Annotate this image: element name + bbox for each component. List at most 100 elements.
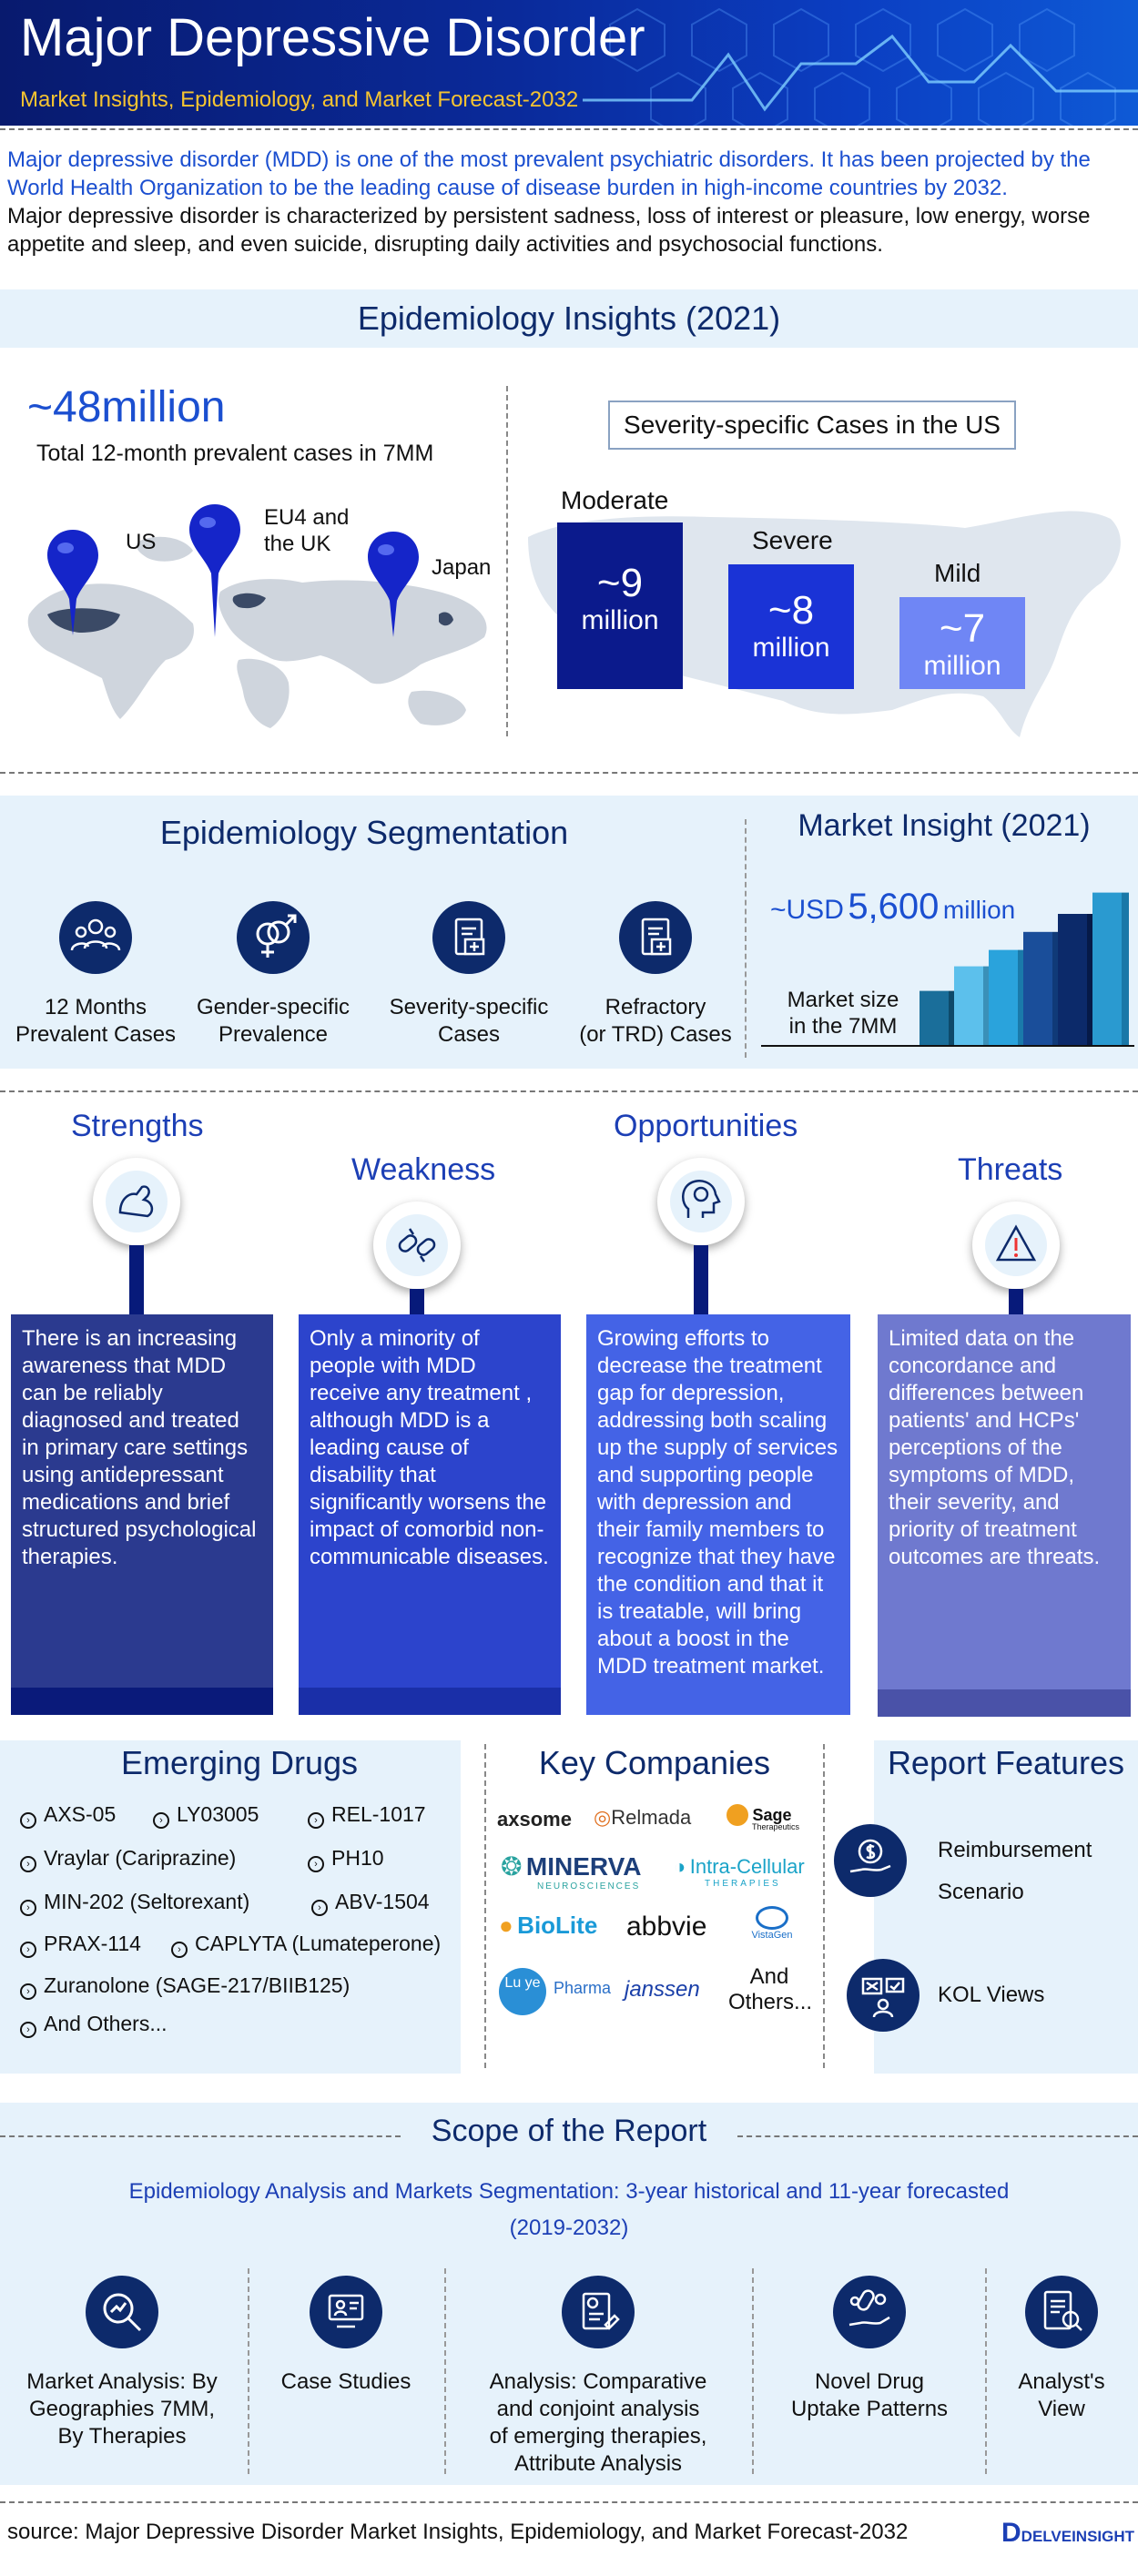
intro: Major depressive disorder (MDD) is one o… <box>7 146 1133 259</box>
segmentation-label: Refractory <box>605 995 706 1019</box>
sage-sub: Therapeutics <box>752 1822 800 1831</box>
scope-item-label: Novel Drug <box>814 2369 925 2394</box>
divider <box>0 2135 401 2137</box>
epidemiology-title: Epidemiology Insights (2021) <box>357 299 781 337</box>
market-amount: 5,600 <box>848 887 940 927</box>
market-prefix: ~USD <box>770 895 844 925</box>
segmentation-label: Prevalent Cases <box>15 1022 177 1047</box>
logo-janssen: janssen <box>625 1977 700 2002</box>
swot-stem <box>1009 1289 1023 1314</box>
drug-item: › MIN-202 (Seltorexant) <box>20 1890 249 1916</box>
case-study-icon <box>310 2276 382 2348</box>
sage-mark-icon <box>726 1804 748 1826</box>
drug-item: ›LY03005 <box>153 1802 259 1829</box>
scope-item-label: By Therapies <box>57 2424 187 2449</box>
features-panel <box>874 1740 1138 2074</box>
segmentation-label: Severity-specific <box>389 995 549 1019</box>
segmentation-title: Epidemiology Segmentation <box>159 814 569 851</box>
sage-text: Sage <box>752 1806 792 1824</box>
divider <box>745 819 747 1058</box>
swot-box-base <box>299 1688 561 1715</box>
intro-paragraph-2: Major depressive disorder is characteriz… <box>7 204 1091 257</box>
market-bar <box>1023 931 1052 1045</box>
features-title: Report Features <box>887 1744 1125 1781</box>
market-bar <box>1058 914 1087 1045</box>
logo-biolite: ● BioLite <box>499 1912 597 1940</box>
map-pin-icon <box>368 532 419 637</box>
scope-item-label: Market Analysis: By <box>26 2369 218 2394</box>
swot-title-weakness: Weakness <box>351 1152 496 1187</box>
market-bar-side <box>1122 892 1129 1045</box>
brand-logo: DDELVEINSIGHT <box>1001 2518 1134 2549</box>
swot-box-strengths: There is an increasing awareness that MD… <box>11 1314 273 1708</box>
drugs-title: Emerging Drugs <box>120 1744 359 1781</box>
drug-name: MIN-202 (Seltorexant) <box>44 1890 250 1913</box>
world-map <box>27 536 487 728</box>
minerva-text: MINERVA <box>525 1852 642 1881</box>
swot-title-opportunities: Opportunities <box>614 1109 798 1143</box>
minerva-sub: NEUROSCIENCES <box>537 1881 641 1891</box>
severity-label-severe: Severe <box>752 526 833 554</box>
market-bar-side <box>983 966 991 1045</box>
chevron-circle-icon: › <box>20 2022 36 2038</box>
scope-subtitle-line: Epidemiology Analysis and Markets Segmen… <box>128 2179 1010 2204</box>
drug-item: ›CAPLYTA (Lumateperone) <box>171 1932 441 1958</box>
drug-name: PRAX-114 <box>44 1932 141 1955</box>
scope-item: Market Analysis: By Geographies 7MM, By … <box>0 2276 244 2450</box>
minerva-mark-icon: ❂ <box>501 1852 523 1881</box>
market-label-line: in the 7MM <box>788 1014 898 1039</box>
drug-item: › Vraylar (Cariprazine) <box>20 1846 236 1872</box>
drug-name: REL-1017 <box>331 1802 426 1826</box>
divider <box>823 1744 825 2068</box>
relmada-mark-icon: ◎ <box>594 1806 612 1829</box>
swot-title-strengths: Strengths <box>71 1109 204 1143</box>
market-bar <box>989 949 1018 1045</box>
severity-title: Severity-specific Cases in the US <box>608 401 1016 450</box>
chevron-circle-icon: › <box>20 1812 36 1829</box>
chevron-circle-icon: › <box>153 1812 169 1829</box>
brand-mark-icon: D <box>1001 2518 1021 2548</box>
swot-box-base <box>878 1689 1131 1717</box>
severity-label-moderate: Moderate <box>561 486 669 514</box>
scope-item-label: Analyst's <box>1018 2369 1105 2394</box>
chevron-circle-icon: › <box>20 1900 36 1916</box>
severity-unit-mild: million <box>923 651 1001 681</box>
chevron-circle-icon: › <box>20 1856 36 1872</box>
drugs-panel <box>0 1740 461 2074</box>
footer-source: source: Major Depressive Disorder Market… <box>7 2520 909 2544</box>
biolite-mark-icon: ● <box>499 1912 513 1939</box>
severity-bar-moderate: ~9 million <box>557 522 683 689</box>
divider <box>248 2268 249 2474</box>
market-value: ~USD 5,600 million <box>770 887 1015 928</box>
logo-abbvie: abbvie <box>626 1912 707 1942</box>
chevron-circle-icon: › <box>308 1856 324 1872</box>
scope-item: Analyst's View <box>989 2276 1134 2423</box>
drug-item: ›PH10 <box>308 1846 384 1872</box>
segmentation-item: Gender-specific Prevalence <box>182 901 364 1049</box>
scope-item-label: Attribute Analysis <box>513 2451 683 2476</box>
market-label: Market size in the 7MM <box>761 987 925 1040</box>
scope-title: Scope of the Report <box>431 2114 707 2148</box>
market-bar <box>954 966 983 1045</box>
logo-minerva: ❂ MINERVA NEUROSCIENCES <box>501 1851 641 1891</box>
pin-label-us: US <box>126 530 157 554</box>
medical-report-icon <box>619 901 692 974</box>
segmentation-label: 12 Months <box>44 995 147 1019</box>
chevron-circle-icon: › <box>171 1942 188 1958</box>
scope-item-label: View <box>1038 2397 1085 2421</box>
vistagen-text: VistaGen <box>751 1930 793 1941</box>
severity-label-mild: Mild <box>934 559 981 587</box>
market-bar-chart <box>920 892 1129 1045</box>
scope-item-label: Case Studies <box>280 2369 412 2394</box>
severity-value-moderate: ~9 <box>596 561 644 605</box>
brand-name: DELVEINSIGHT <box>1021 2528 1135 2545</box>
divider <box>0 772 1138 774</box>
swot-stem <box>694 1245 708 1314</box>
relmada-text: Relmada <box>611 1806 692 1829</box>
drug-name: Vraylar (Cariprazine) <box>44 1846 237 1870</box>
swot-title-threats: Threats <box>958 1152 1063 1187</box>
segmentation-label: Cases <box>437 1022 501 1047</box>
swot-box-opportunities: Growing efforts to decrease the treatmen… <box>586 1314 850 1715</box>
segmentation-item: Refractory (or TRD) Cases <box>564 901 747 1049</box>
swot-box-weakness: Only a minority of people with MDD recei… <box>299 1314 561 1708</box>
